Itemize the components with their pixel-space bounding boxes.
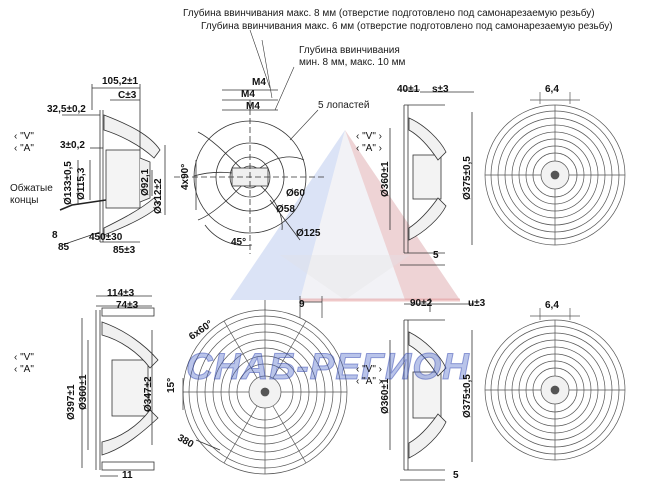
dim-11: 11 (122, 470, 133, 481)
view-label-v-3: ‹ "V" (14, 352, 34, 363)
front-view-top (174, 29, 326, 254)
front-view-bottom (182, 296, 348, 475)
dim-40: 40±1 (397, 84, 420, 95)
dim-m4-c: M4 (246, 101, 260, 112)
dim-85a: 85 (58, 242, 70, 253)
side-view-top (59, 84, 166, 246)
dim-4x90: 4x90° (180, 163, 191, 190)
dim-m4-b: M4 (241, 89, 255, 100)
dim-312: Ø312±2 (153, 178, 164, 214)
view-label-a-4: ‹ "A" › (356, 376, 382, 387)
grille-view-top (484, 92, 626, 246)
dim-5-top: 5 (433, 250, 439, 261)
dim-58: Ø58 (276, 204, 295, 215)
dim-u: u±3 (468, 298, 486, 309)
dim-1153: Ø115,3 (76, 167, 87, 200)
dim-60: Ø60 (286, 188, 305, 199)
dim-125: Ø125 (296, 228, 321, 239)
note-crimp-2: концы (10, 195, 39, 206)
view-label-a-3: ‹ "A" (14, 364, 34, 375)
dim-74: 74±3 (116, 300, 139, 311)
dim-105: 105,2±1 (102, 76, 139, 87)
side-view-top-right (389, 89, 474, 266)
dim-85b: 85±3 (113, 245, 136, 256)
dim-64-br: 6,4 (545, 300, 559, 311)
view-label-v-2: ‹ "V" › (356, 131, 382, 142)
view-label-v-4: ‹ "V" › (356, 364, 382, 375)
dim-c: C±3 (118, 90, 137, 101)
dim-397: Ø397±1 (66, 384, 77, 420)
dim-347: Ø347±2 (143, 376, 154, 412)
dim-360-br: Ø360±1 (380, 378, 391, 414)
grille-view-bottom (484, 308, 626, 461)
dim-8: 8 (52, 230, 58, 241)
dim-32: 32,5±0,2 (47, 104, 86, 115)
dim-450: 450±30 (89, 232, 123, 243)
note-depth-6: Глубина ввинчивания макс. 6 мм (отверсти… (201, 21, 613, 32)
dim-92: Ø92,1 (140, 168, 151, 196)
dim-375-top: Ø375±0,5 (462, 156, 473, 200)
dim-s: s±3 (432, 84, 449, 95)
dim-3: 3±0,2 (60, 140, 85, 151)
dim-90: 90±2 (410, 298, 433, 309)
side-view-bottom (81, 295, 159, 477)
dim-375-br: Ø375±0,5 (462, 374, 473, 418)
dim-15: 15° (166, 377, 177, 393)
note-depth-min-1: Глубина ввинчивания (299, 45, 400, 56)
watermark-logo (230, 130, 460, 302)
dim-64-top: 6,4 (545, 84, 559, 95)
view-label-a-1: ‹ "A" (14, 143, 34, 154)
dim-m4-a: M4 (252, 77, 266, 88)
dim-133: Ø133±0,5 (63, 161, 74, 205)
dim-9: 9 (299, 299, 305, 310)
note-depth-8: Глубина ввинчивания макс. 8 мм (отверсти… (183, 8, 595, 19)
view-label-v-1: ‹ "V" (14, 131, 34, 142)
dim-114: 114±3 (107, 288, 135, 299)
view-label-a-2: ‹ "A" › (356, 143, 382, 154)
note-depth-min-2: мин. 8 мм, макс. 10 мм (299, 57, 406, 68)
watermark-text: СНАБ-РЕГИОН (186, 346, 470, 388)
note-blades: 5 лопастей (318, 100, 370, 111)
dim-360-bl: Ø360±1 (78, 374, 89, 410)
note-crimp-1: Обжатые (10, 183, 53, 194)
dim-5-br: 5 (453, 470, 459, 481)
dim-45: 45° (231, 237, 247, 248)
side-view-bottom-right (389, 298, 474, 481)
dim-360-top: Ø360±1 (380, 161, 391, 197)
